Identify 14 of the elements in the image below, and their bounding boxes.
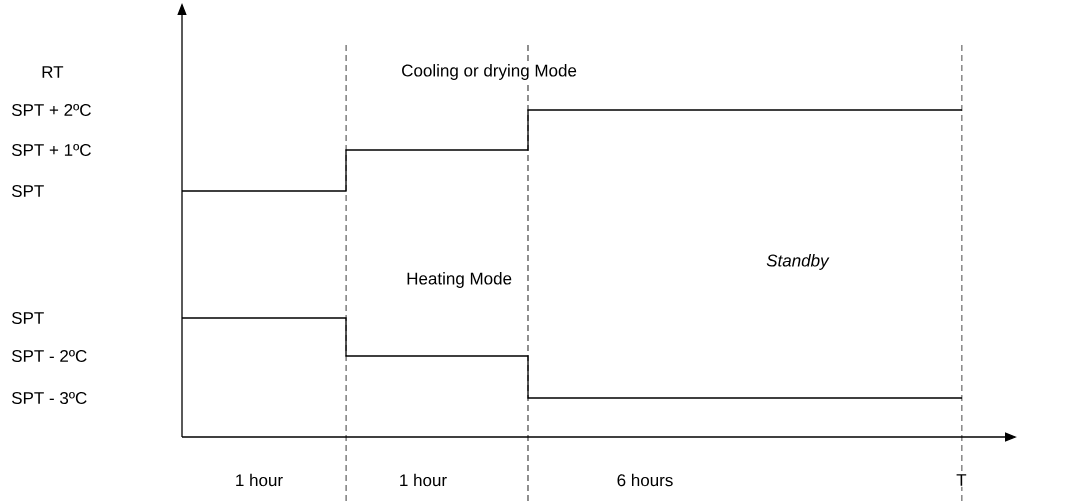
level-label: SPT - 3ºC	[10, 391, 89, 406]
state-label: Standby	[765, 253, 830, 271]
axis-label: T	[955, 473, 968, 487]
level-label: SPT	[10, 184, 46, 198]
level-label: SPT - 2ºC	[10, 349, 89, 364]
duration-label: 6 hours	[615, 472, 675, 488]
mode-label: Heating Mode	[405, 271, 514, 289]
mode-label: Cooling or drying Mode	[400, 63, 578, 81]
level-label: SPT	[10, 311, 46, 325]
duration-label: 1 hour	[233, 472, 285, 488]
axis-label: RT	[40, 65, 65, 79]
duration-label: 1 hour	[397, 472, 449, 488]
level-label: SPT + 1ºC	[10, 143, 93, 158]
level-label: SPT + 2ºC	[10, 103, 93, 118]
